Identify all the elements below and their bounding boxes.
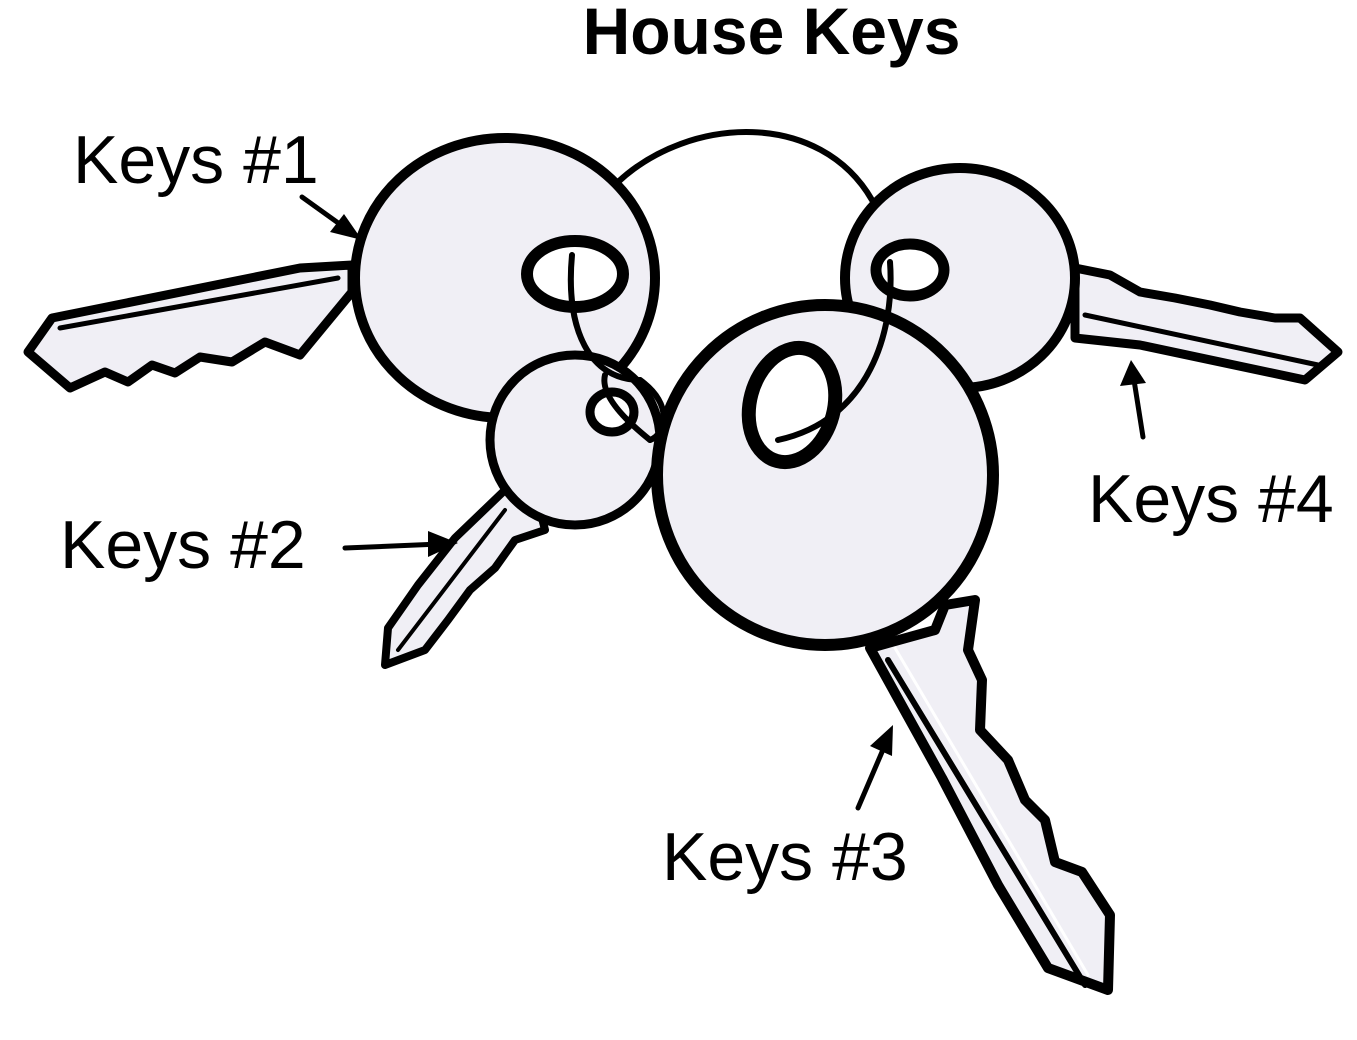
label-key-3: Keys #3 bbox=[662, 819, 908, 895]
label-key-1: Keys #1 bbox=[73, 122, 319, 198]
key-3 bbox=[651, 299, 1115, 995]
label-key-2: Keys #2 bbox=[60, 507, 306, 583]
arrow-key-4 bbox=[1120, 360, 1146, 440]
arrow-key-3 bbox=[855, 725, 893, 811]
callout-arrows bbox=[299, 194, 1146, 811]
key-ring bbox=[567, 129, 894, 443]
label-key-4: Keys #4 bbox=[1088, 461, 1334, 537]
diagram-title: House Keys bbox=[582, 0, 961, 68]
key-1 bbox=[23, 133, 660, 423]
arrow-key-1 bbox=[299, 194, 362, 240]
arrow-key-2 bbox=[342, 531, 458, 557]
